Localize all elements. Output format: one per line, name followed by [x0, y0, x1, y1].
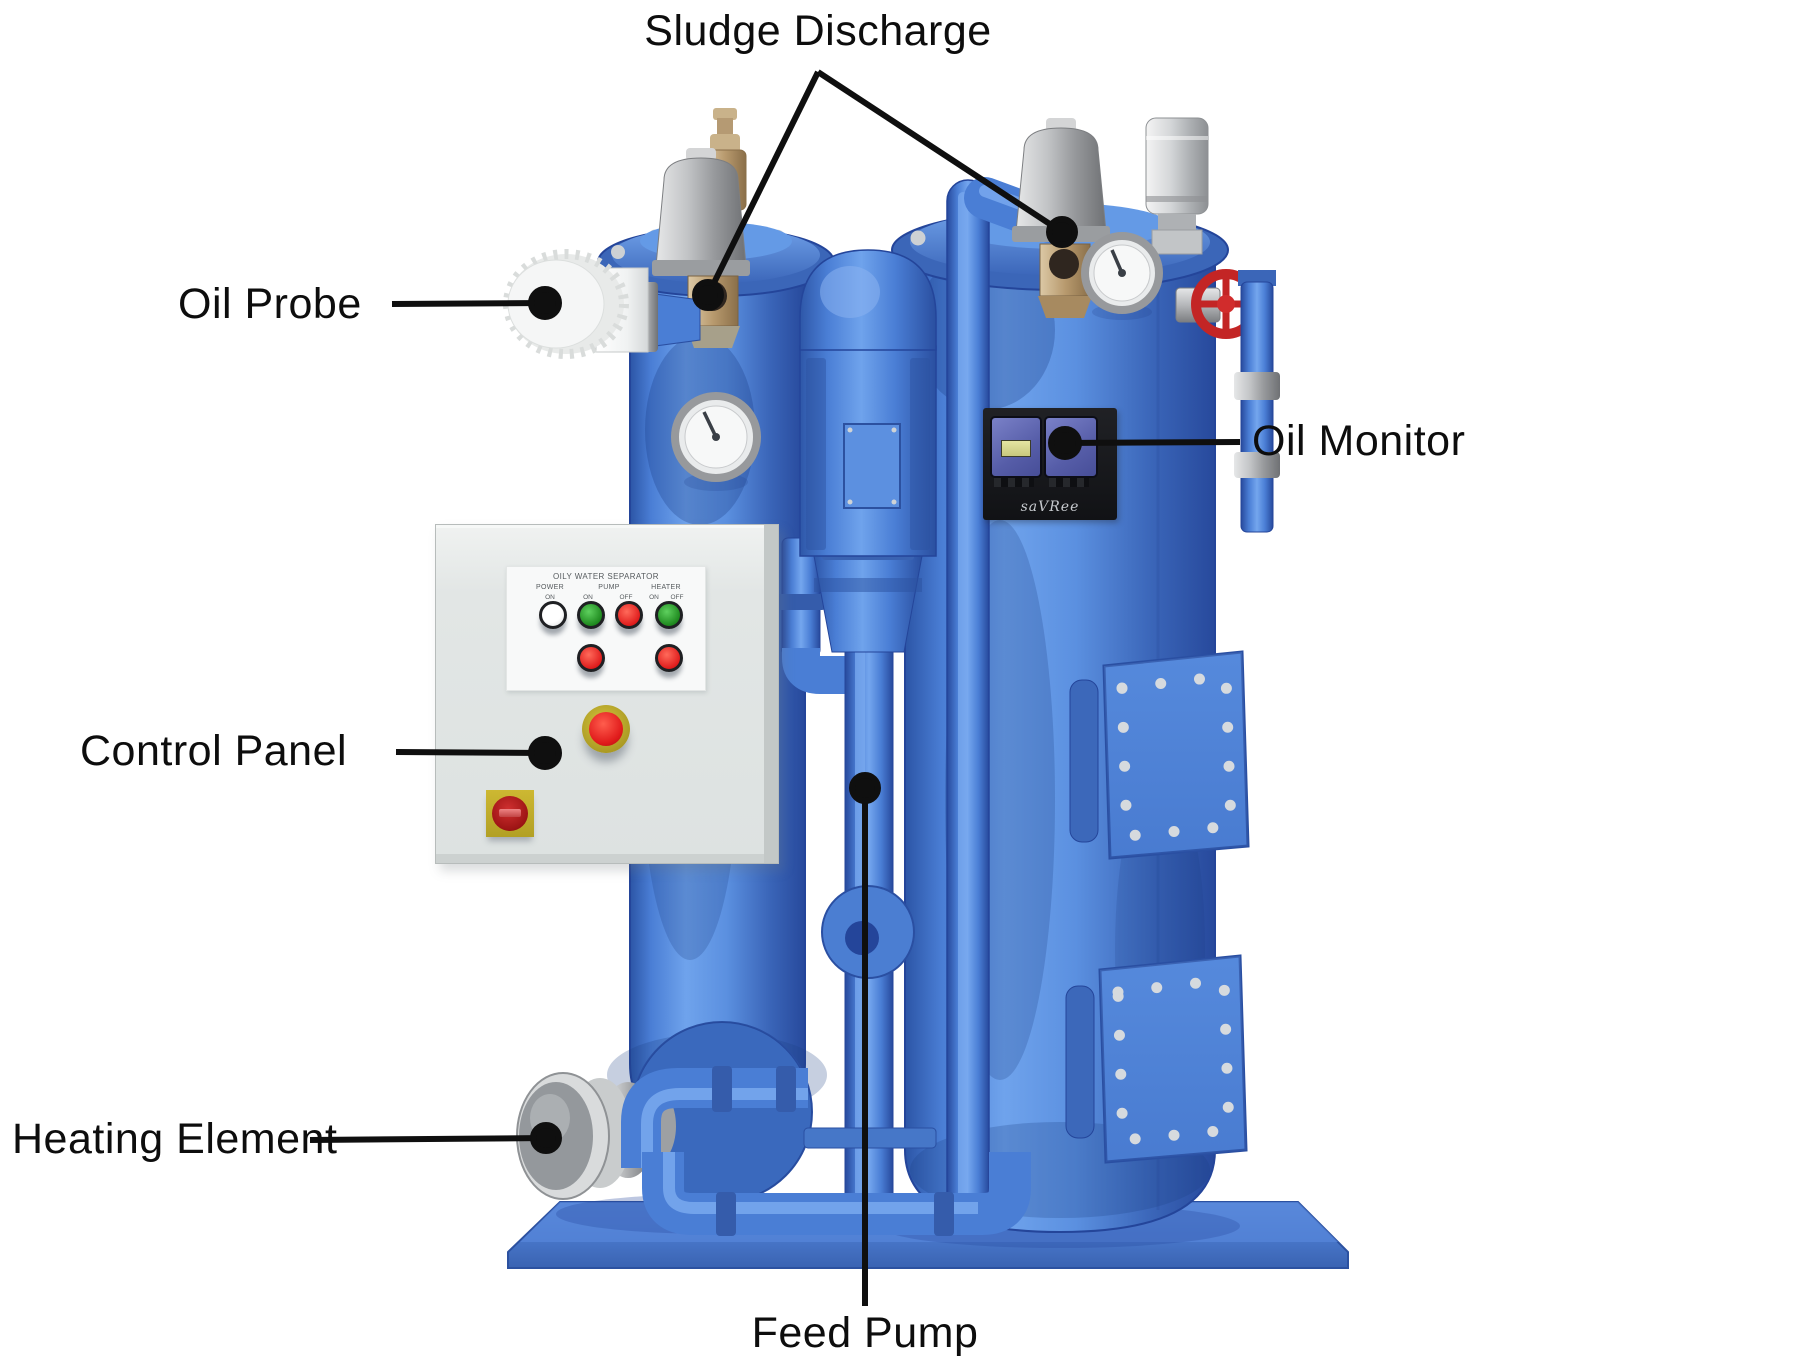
- pump-off-button: [615, 601, 643, 629]
- pump-on-label: ON: [583, 594, 593, 601]
- heater-group-label: HEATER: [651, 584, 681, 591]
- power-indicator-light: [539, 601, 567, 629]
- side-pipe-right: [1234, 270, 1280, 533]
- pressure-gauge-left: [671, 392, 761, 491]
- power-group-label: POWER: [536, 584, 564, 591]
- brand-logo: saVRee: [1020, 499, 1080, 515]
- oil-monitor-connector: [994, 478, 1034, 487]
- suction-pipe: [621, 1066, 808, 1168]
- emergency-stop-button: [589, 712, 623, 746]
- label-oil-probe: Oil Probe: [178, 280, 362, 328]
- pump-stop-button: [577, 644, 605, 672]
- pressure-gauge-right: [1081, 232, 1163, 320]
- heater-on-label: ON: [649, 594, 659, 601]
- pump-bracket: [803, 1127, 937, 1149]
- transfer-pipe: [776, 537, 848, 694]
- access-hatch-lower: [1065, 954, 1248, 1164]
- access-hatch-upper: [1069, 650, 1250, 860]
- label-feed-pump: Feed Pump: [751, 1309, 979, 1357]
- label-control-panel: Control Panel: [80, 727, 348, 775]
- feed-pump-assembly: [799, 249, 937, 1221]
- vent-canister: [1145, 117, 1209, 255]
- label-oil-monitor: Oil Monitor: [1252, 417, 1466, 465]
- main-switch-handle: [499, 809, 521, 817]
- pump-on-button: [577, 601, 605, 629]
- heater-stop-button: [655, 644, 683, 672]
- motor-junction-box: [843, 423, 901, 509]
- oil-monitor-box: saVRee: [983, 408, 1117, 520]
- control-panel-label-plate: OILY WATER SEPARATOR POWER PUMP HEATER O…: [506, 566, 706, 691]
- control-panel-box: OILY WATER SEPARATOR POWER PUMP HEATER O…: [435, 524, 779, 864]
- label-heating-element: Heating Element: [12, 1115, 338, 1163]
- discharge-pipe: [642, 1152, 1031, 1236]
- heater-off-label: OFF: [670, 594, 684, 601]
- label-sludge-discharge: Sludge Discharge: [644, 7, 992, 55]
- power-on-label: ON: [545, 594, 555, 601]
- pump-off-label: OFF: [619, 594, 633, 601]
- control-panel-title: OILY WATER SEPARATOR: [553, 572, 659, 581]
- oil-monitor-screen: [1001, 440, 1031, 457]
- oil-monitor-connector: [1049, 478, 1089, 487]
- pump-group-label: PUMP: [598, 584, 620, 591]
- heater-on-button: [655, 601, 683, 629]
- oil-monitor-sensor-module: [1044, 416, 1098, 478]
- oil-monitor-display-module: [990, 416, 1042, 478]
